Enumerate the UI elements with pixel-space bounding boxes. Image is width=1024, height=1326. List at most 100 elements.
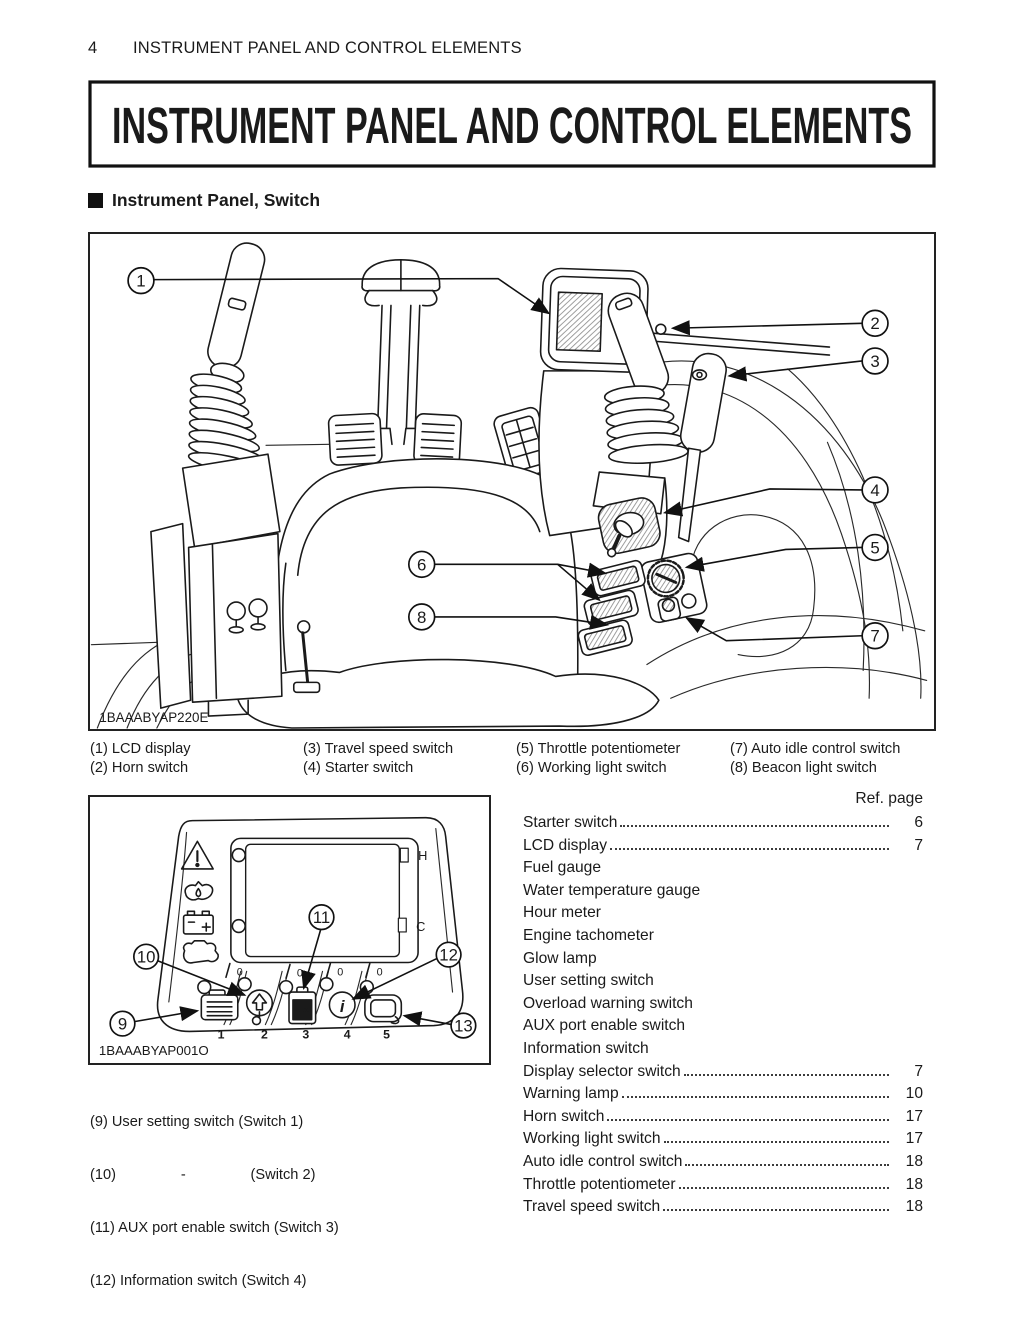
switch-number-4: 4 [344,1027,351,1041]
callout-7 [861,622,889,650]
user-setting-switch [200,989,239,1021]
callout-10 [133,943,160,970]
svg-text:2: 2 [870,314,879,333]
svg-text:5: 5 [870,538,879,557]
page-header: 4 INSTRUMENT PANEL AND CONTROL ELEMENTS [88,39,522,58]
callout-12 [435,941,462,968]
switch-panel [640,552,708,624]
svg-text:13: 13 [454,1016,473,1035]
caption-item: (3) Travel speed switch [303,741,454,757]
callout-3 [861,347,889,375]
callout-5 [861,533,889,562]
figure1-image-label: 1BAAABYAP220E [99,710,208,725]
caption-item: (4) Starter switch [303,759,414,776]
figure-cab-controls: 1 2 3 4 5 6 7 8 1BAAABYAP220E [88,232,936,731]
oil-pressure-icon [184,880,214,901]
section-heading: Instrument Panel, Switch [88,190,320,211]
svg-text:9: 9 [118,1015,127,1034]
working-light-switch-2 [583,589,639,627]
svg-text:7: 7 [870,627,879,646]
callout-13 [450,1012,477,1039]
svg-text:0: 0 [297,967,303,979]
left-joystick [181,242,281,549]
warning-lamp-icons [180,840,219,964]
ref-row: Fuel gauge [523,859,602,877]
caption-item: (2) Horn switch [90,759,189,776]
page-number: 4 [88,39,98,57]
svg-text:6: 6 [417,555,426,574]
caption-item: (7) Auto idle control switch [730,741,901,757]
svg-text:10: 10 [137,948,156,967]
display-selector-switch [364,994,403,1025]
ref-row: Information switch [523,1039,649,1057]
callout-1 [127,266,155,295]
svg-text:4: 4 [870,481,879,500]
callout-9 [109,1010,136,1037]
figure2-image-label: 1BAAABYAP001O [99,1043,209,1058]
ref-row: AUX port enable switch [523,1017,686,1035]
cold-marker: C [416,919,425,934]
legend-item: (9) User setting switch (Switch 1) [90,1114,304,1131]
figure1-caption: (1) LCD display (3) Travel speed switch … [90,740,936,777]
svg-text:8: 8 [417,608,426,627]
travel-speed-lever [677,352,727,543]
switch-number-2: 2 [261,1027,268,1041]
chapter-banner-box: INSTRUMENT PANEL AND CONTROL ELEMENTS [88,80,936,168]
instrument-panel-illustration: H C [99,816,477,1058]
working-light-switch-1 [590,559,646,597]
overload-warning-switch [245,989,274,1026]
switch-number-1: 1 [218,1027,225,1041]
ref-row: Glow lamp [523,949,597,967]
svg-text:0: 0 [237,966,243,978]
header-title: INSTRUMENT PANEL AND CONTROL ELEMENTS [133,39,522,57]
engine-warning-icon [182,940,219,964]
cab-controls-illustration: 1 2 3 4 5 6 7 8 1BAAABYAP220E [90,242,928,729]
ref-row: User setting switch [523,972,654,990]
callout-6 [407,550,436,579]
rear-rail [646,332,831,356]
switch-leds [197,962,375,995]
switch-number-5: 5 [383,1027,390,1041]
battery-charge-icon [182,910,214,935]
caption-item: (5) Throttle potentiometer [516,741,681,757]
ref-row: Hour meter [523,904,601,922]
callout-2 [861,309,889,338]
aux-port-enable-switch [288,986,317,1025]
right-console [538,267,831,563]
caption-item: (8) Beacon light switch [730,759,877,776]
callout-11 [308,904,335,931]
horn-switch [655,323,667,335]
starter-switch [597,497,661,558]
section-heading-label: Instrument Panel, Switch [112,190,321,210]
right-joystick-bellows [603,385,689,465]
legend-item: (11) AUX port enable switch (Switch 3) [90,1219,339,1236]
callout-4 [861,476,889,504]
info-glyph: i [340,997,345,1016]
figure1-callouts: 1 2 3 4 5 6 7 8 [127,266,889,650]
figure2-legend: (9) User setting switch (Switch 1) (10) … [90,1079,339,1326]
svg-text:0: 0 [337,966,343,978]
hot-marker: H [418,848,427,863]
switch-number-3: 3 [302,1027,309,1041]
svg-text:12: 12 [439,946,458,965]
seat-tilt-lever [296,620,311,634]
caption-item: (1) LCD display [90,741,191,757]
ref-page-header: Ref. page [855,790,923,807]
ref-row: Overload warning switch [523,994,693,1012]
chapter-banner: INSTRUMENT PANEL AND CONTROL ELEMENTS [88,80,936,168]
svg-text:11: 11 [313,908,330,927]
legend-item: (10) - (Switch 2) [90,1166,316,1183]
lcd-display [555,291,603,353]
legend-item: (12) Information switch (Switch 4) [90,1272,307,1289]
ref-row: Water temperature gauge [523,881,701,899]
section-square-icon [88,193,103,208]
information-switch [328,991,356,1019]
